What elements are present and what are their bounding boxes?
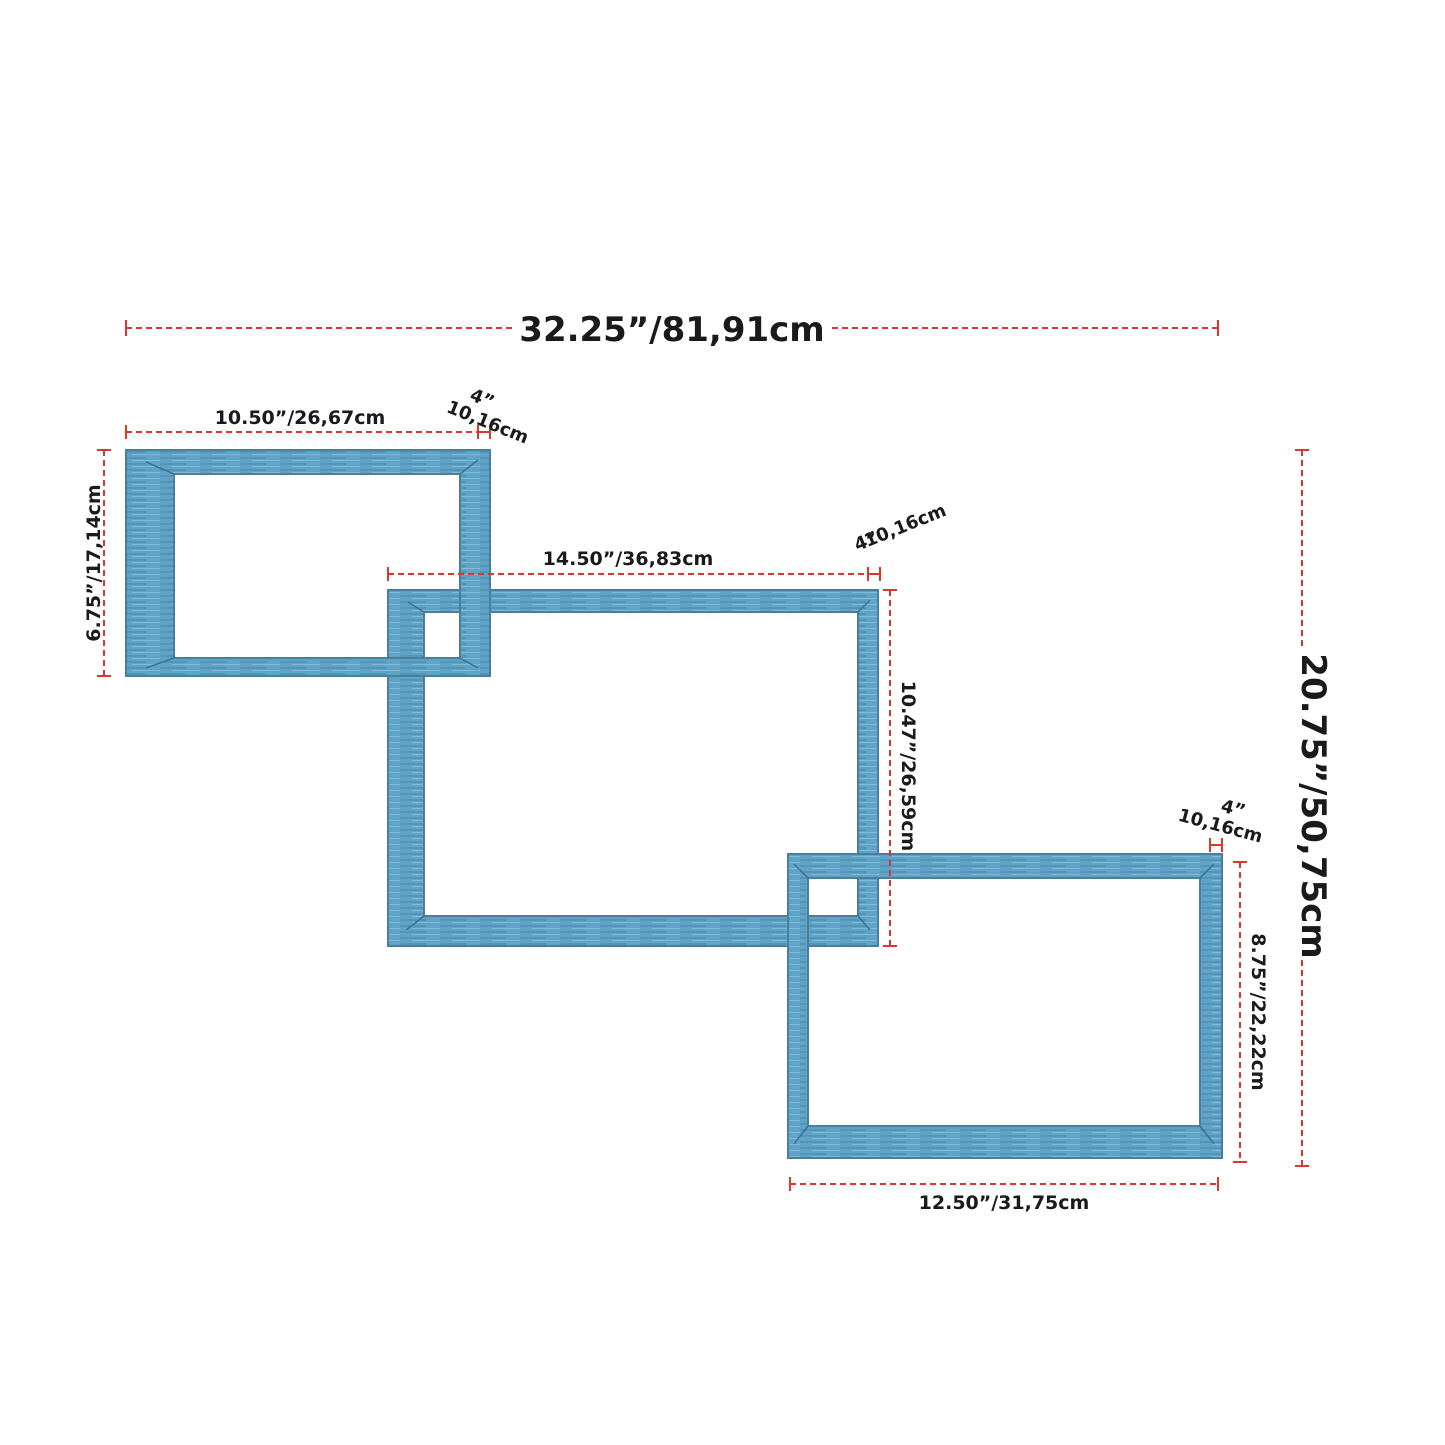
- middle-height-label: 10.47”/26,59cm: [897, 681, 919, 852]
- total-width-label: 32.25”/81,91cm: [519, 310, 824, 350]
- bottom-right-width-label: 12.50”/31,75cm: [919, 1192, 1090, 1214]
- middle-depth-cm: 10,16cm: [861, 500, 949, 552]
- shelf-bottom-right: [787, 853, 1223, 1159]
- shelf-middle: [387, 589, 879, 947]
- middle-width-label: 14.50”/36,83cm: [543, 548, 714, 570]
- top-left-height-label: 6.75”/17,14cm: [83, 484, 105, 641]
- total-height-label: 20.75”/50,75cm: [1293, 653, 1333, 958]
- middle-depth-label: 4” 10,16cm: [851, 500, 949, 556]
- top-left-depth-label: 4” 10,16cm: [444, 385, 532, 449]
- top-left-width-label: 10.50”/26,67cm: [215, 407, 386, 429]
- shelf-top-left: [125, 449, 491, 677]
- dimension-lines: [97, 320, 1309, 1191]
- bottom-right-height-label: 8.75”/22,22cm: [1247, 933, 1269, 1090]
